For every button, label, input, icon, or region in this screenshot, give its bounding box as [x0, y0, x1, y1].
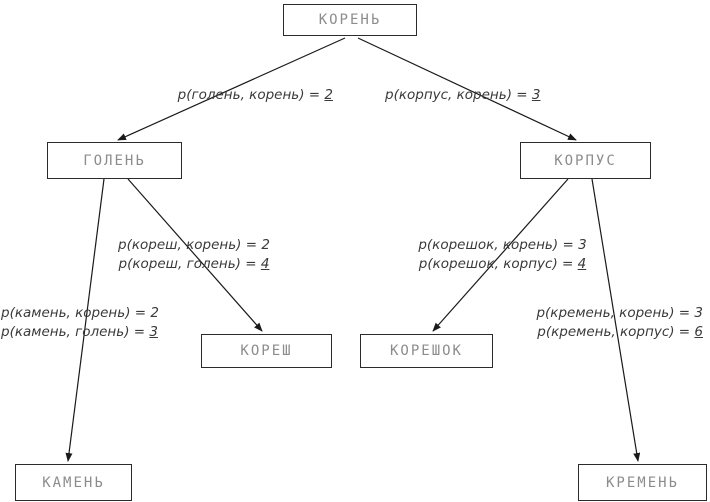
- edge-label-line: р(кореш, голень) = 4: [118, 256, 270, 272]
- edge-label-line: р(камень, голень) = 3: [1, 324, 158, 340]
- edge-label-korpus: р(корпус, корень) = 3: [385, 86, 570, 105]
- edge-label-line: р(корешок, корпус) = 4: [418, 256, 587, 272]
- node-koresh: КОРЕШ: [201, 334, 332, 368]
- node-golen: ГОЛЕНЬ: [47, 142, 182, 179]
- edge-label-golen: р(голень, корень) = 2: [148, 86, 333, 105]
- edge-label-line: р(корпус, корень) = 3: [385, 87, 541, 103]
- edge-label-kamen: р(камень, корень) = 2 р(камень, голень) …: [1, 304, 159, 342]
- edge-koren-golen: [117, 37, 346, 141]
- edge-label-line: р(камень, корень) = 2: [1, 305, 159, 321]
- node-koreshok: КОРЕШОК: [360, 334, 493, 368]
- edge-label-line: р(кремень, корень) = 3: [536, 305, 703, 321]
- edge-label-line: р(кремень, корпус) = 6: [537, 324, 703, 340]
- edge-korpus-koreshok: [432, 178, 569, 332]
- node-korpus: КОРПУС: [520, 142, 651, 179]
- edge-label-koresh: р(кореш, корень) = 2 р(кореш, голень) = …: [103, 236, 285, 274]
- node-koren: КОРЕНЬ: [283, 4, 417, 36]
- edge-koren-korpus: [357, 37, 577, 141]
- edge-golen-kamen: [65, 178, 105, 462]
- edge-label-kremen: р(кремень, корень) = 3 р(кремень, корпус…: [520, 304, 703, 342]
- edge-korpus-kremen: [591, 178, 641, 462]
- edge-golen-koresh: [127, 178, 263, 332]
- edge-label-line: р(голень, корень) = 2: [177, 87, 333, 103]
- edge-label-koreshok: р(корешок, корень) = 3 р(корешок, корпус…: [405, 236, 600, 274]
- node-kremen: КРЕМЕНЬ: [578, 464, 707, 501]
- node-kamen: КАМЕНЬ: [15, 464, 132, 501]
- edge-label-line: р(кореш, корень) = 2: [118, 237, 270, 253]
- edge-label-line: р(корешок, корень) = 3: [418, 237, 587, 253]
